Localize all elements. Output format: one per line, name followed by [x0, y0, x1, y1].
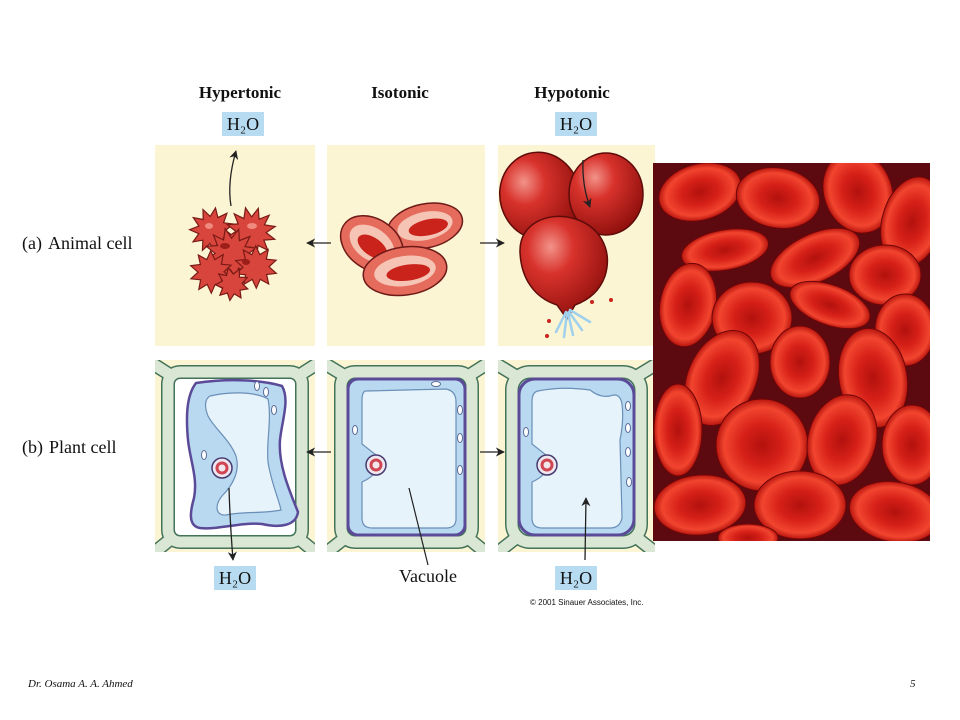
- organelle: [523, 427, 529, 437]
- cytoplasm-droplet: [547, 319, 551, 323]
- cell-center: [408, 218, 448, 237]
- water-in-arrow: [582, 159, 592, 208]
- red-blood-cell: [789, 280, 871, 330]
- nucleus: [365, 454, 387, 476]
- vacuole-label: Vacuole: [399, 566, 457, 586]
- organelles: [523, 401, 632, 487]
- row-label-plant-cell: (b) Plant cell: [22, 436, 116, 458]
- cell-contents-spray: [554, 308, 592, 339]
- row-label-text: Animal cell: [47, 233, 133, 253]
- cytoplasm-droplet: [609, 298, 613, 302]
- organelles: [352, 381, 463, 475]
- column-title-hypotonic: Hypotonic: [534, 83, 610, 102]
- organelle: [201, 450, 207, 460]
- organelle: [271, 405, 277, 415]
- organelle: [625, 423, 631, 433]
- water-label-hypotonic-bottom: H₂O: [555, 566, 597, 590]
- vacuole: [361, 388, 457, 529]
- nucleolus: [543, 461, 551, 469]
- spray-line: [567, 310, 584, 332]
- red-blood-cell: [769, 227, 861, 289]
- vacuole-pointer-line: [408, 487, 429, 566]
- panel-plant-isotonic: [327, 360, 485, 552]
- water-in-arrow: [581, 497, 591, 561]
- swollen-animal-cells: [498, 151, 644, 339]
- spray-line: [562, 311, 569, 339]
- nucleus: [211, 457, 233, 479]
- row-label-prefix: (a): [22, 233, 42, 253]
- row-label-text: Plant cell: [49, 437, 117, 457]
- bursting-cell: [519, 215, 609, 321]
- organelle: [457, 433, 463, 443]
- row-label-prefix: (b): [22, 437, 43, 457]
- nucleolus: [372, 461, 380, 469]
- spray-line: [566, 311, 575, 337]
- organelles: [201, 381, 277, 460]
- water-out-arrow: [227, 487, 237, 561]
- organelle: [457, 405, 463, 415]
- red-blood-cell: [386, 202, 464, 250]
- cell-shading: [247, 223, 257, 229]
- red-blood-cell-photo: [653, 163, 930, 541]
- cell-shading: [205, 223, 213, 229]
- swollen-cell: [568, 152, 644, 236]
- red-blood-cell: [753, 470, 847, 540]
- cell-shading: [220, 243, 230, 249]
- nucleolus: [218, 464, 226, 472]
- organelle: [625, 401, 631, 411]
- normal-red-blood-cells: [339, 202, 464, 297]
- cytoplasm-droplet: [590, 300, 594, 304]
- water-label-hypertonic-bottom: H₂O: [214, 566, 256, 590]
- red-blood-cell: [362, 245, 448, 297]
- water-label-hypotonic-top: H₂O: [555, 112, 597, 136]
- organelle: [626, 477, 632, 487]
- red-blood-cell: [653, 383, 703, 477]
- copyright-notice: © 2001 Sinauer Associates, Inc.: [530, 598, 644, 607]
- panel-plant-hypotonic: [498, 360, 655, 552]
- cell-center: [386, 264, 431, 282]
- column-title-hypertonic: Hypertonic: [198, 83, 282, 102]
- red-blood-cell: [848, 480, 930, 541]
- slide-number: 5: [910, 678, 916, 690]
- nucleus: [536, 454, 558, 476]
- spray-line: [554, 310, 568, 334]
- red-blood-cell: [769, 325, 831, 399]
- organelle: [352, 425, 358, 435]
- red-blood-cell: [653, 474, 747, 536]
- row-label-animal-cell: (a)Animal cell: [22, 232, 132, 254]
- cell-shading: [242, 259, 250, 265]
- water-out-arrow: [229, 150, 239, 207]
- vacuole: [204, 392, 282, 516]
- crenated-cell: [214, 266, 250, 302]
- footer-author: Dr. Osama A. A. Ahmed: [28, 678, 133, 690]
- organelle: [431, 381, 441, 387]
- red-blood-cell: [735, 167, 821, 229]
- red-blood-cell: [881, 404, 930, 486]
- cytoplasm-droplet: [545, 334, 549, 338]
- organelle: [457, 465, 463, 475]
- water-label-hypertonic-top: H₂O: [222, 112, 264, 136]
- organelle: [254, 381, 260, 391]
- organelle: [263, 387, 269, 397]
- panel-plant-hypertonic: [155, 360, 315, 552]
- crenated-animal-cells: [188, 206, 278, 302]
- red-blood-cell: [717, 523, 779, 541]
- organelle: [625, 447, 631, 457]
- red-blood-cell: [822, 163, 894, 234]
- spray-line: [568, 308, 592, 324]
- cell-center: [357, 234, 388, 260]
- red-blood-cell: [681, 228, 769, 272]
- column-title-isotonic: Isotonic: [371, 83, 429, 102]
